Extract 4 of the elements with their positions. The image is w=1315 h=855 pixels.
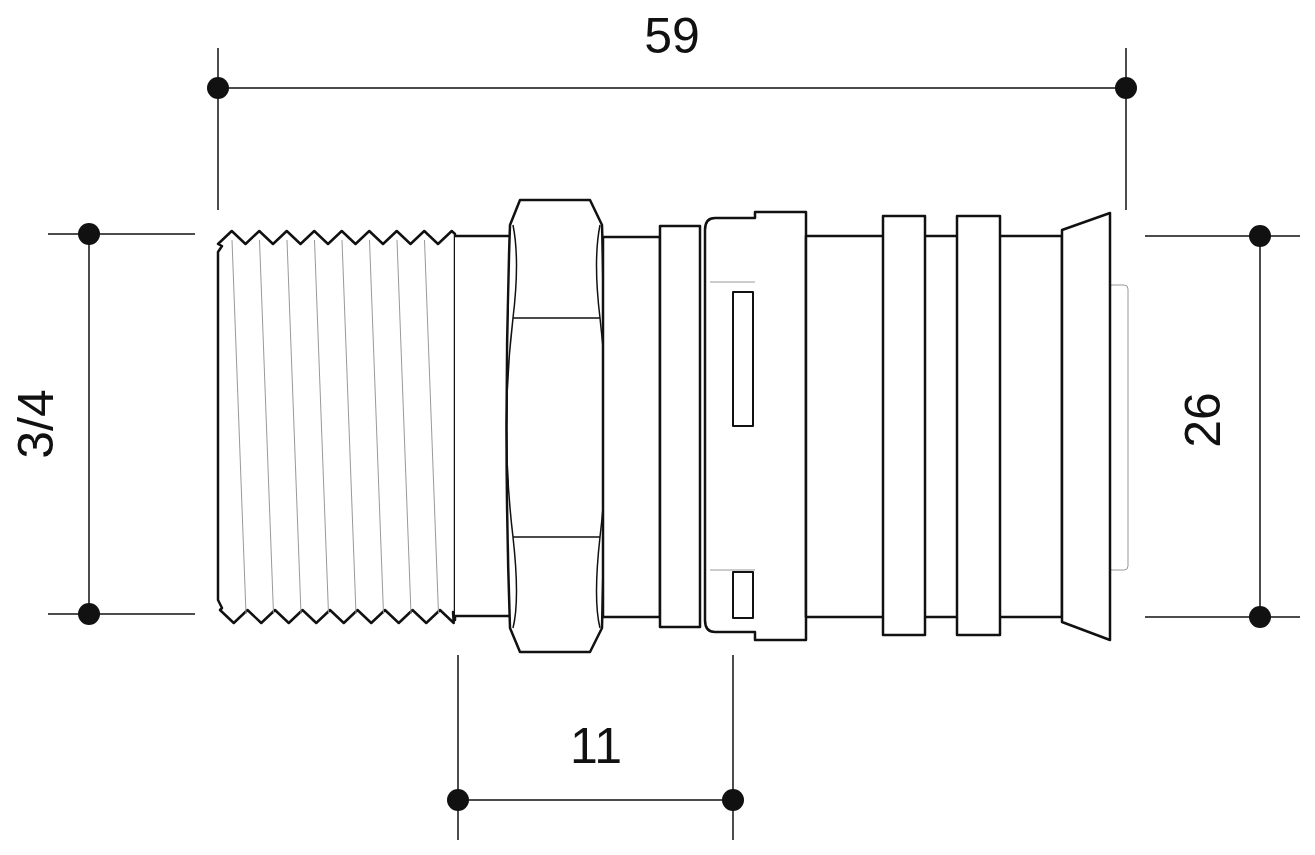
dimension-label: 11 bbox=[570, 721, 622, 771]
dimension-label: 59 bbox=[644, 11, 700, 61]
dimension-label: 3/4 bbox=[11, 389, 61, 459]
dimension-label: 26 bbox=[1178, 392, 1228, 448]
